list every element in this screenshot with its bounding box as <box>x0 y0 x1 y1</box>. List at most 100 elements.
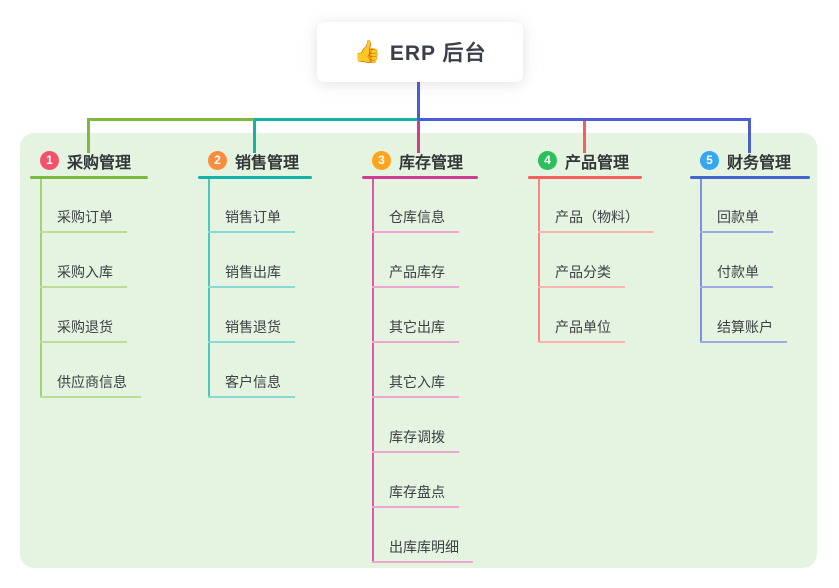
child-label: 出库库明细 <box>389 539 459 555</box>
child-node[interactable]: 其它入库 <box>372 373 459 398</box>
child-label: 产品（物料） <box>555 209 639 225</box>
branch-node-product[interactable]: 4 产品管理 <box>528 145 642 176</box>
child-underline <box>372 286 459 288</box>
branch-node-sales[interactable]: 2 销售管理 <box>198 145 312 176</box>
child-underline <box>700 231 773 233</box>
branch-node-finance[interactable]: 5 财务管理 <box>690 145 810 176</box>
root-node[interactable]: 👍 ERP 后台 <box>317 22 523 82</box>
branch-product: 4 产品管理 产品（物料） 产品分类 产品单位 <box>528 145 653 343</box>
branch-trunk-line <box>372 179 374 563</box>
root-label: ERP 后台 <box>389 42 487 65</box>
child-label: 库存盘点 <box>389 484 445 500</box>
child-underline <box>208 341 295 343</box>
branch-number-badge: 3 <box>372 151 391 170</box>
branch-sales: 2 销售管理 销售订单 销售出库 销售退货 客户信息 <box>198 145 312 398</box>
child-node[interactable]: 采购订单 <box>40 208 127 233</box>
branch-underline <box>690 176 810 179</box>
child-label: 其它出库 <box>389 319 445 335</box>
branch-label: 库存管理 <box>399 154 464 172</box>
branch-underline <box>528 176 642 179</box>
branch-label: 销售管理 <box>235 154 300 172</box>
child-label: 销售退货 <box>225 319 281 335</box>
child-node[interactable]: 付款单 <box>700 263 773 288</box>
connector-drop-purchase <box>87 118 90 153</box>
child-node[interactable]: 产品分类 <box>538 263 625 288</box>
child-underline <box>208 396 295 398</box>
connector-drop-finance <box>748 118 751 153</box>
child-node[interactable]: 采购退货 <box>40 318 127 343</box>
child-label: 销售出库 <box>225 264 281 280</box>
child-label: 采购订单 <box>57 209 113 225</box>
child-label: 库存调拨 <box>389 429 445 445</box>
branch-trunk-line <box>40 179 42 398</box>
branch-number-badge: 1 <box>40 151 59 170</box>
child-node[interactable]: 结算账户 <box>700 318 787 343</box>
connector-drop-product <box>583 118 586 153</box>
child-underline <box>538 341 625 343</box>
child-node[interactable]: 其它出库 <box>372 318 459 343</box>
connector-bus-mid <box>254 118 418 121</box>
child-node[interactable]: 采购入库 <box>40 263 127 288</box>
branch-node-inventory[interactable]: 3 库存管理 <box>362 145 478 176</box>
branch-inventory: 3 库存管理 仓库信息 产品库存 其它出库 其它入库 库存调拨 库存盘点 <box>362 145 478 563</box>
connector-bus-left <box>87 118 254 121</box>
child-label: 采购退货 <box>57 319 113 335</box>
child-label: 其它入库 <box>389 374 445 390</box>
child-label: 产品分类 <box>555 264 611 280</box>
child-underline <box>40 231 127 233</box>
child-node[interactable]: 供应商信息 <box>40 373 141 398</box>
child-label: 客户信息 <box>225 374 281 390</box>
branch-label: 财务管理 <box>727 154 792 172</box>
child-underline <box>40 396 141 398</box>
child-label: 仓库信息 <box>389 209 445 225</box>
child-label: 产品库存 <box>389 264 445 280</box>
child-label: 结算账户 <box>717 319 773 335</box>
connector-drop-sales <box>253 118 256 153</box>
child-node[interactable]: 产品单位 <box>538 318 625 343</box>
child-node[interactable]: 客户信息 <box>208 373 295 398</box>
child-node[interactable]: 销售退货 <box>208 318 295 343</box>
child-underline <box>538 231 653 233</box>
child-underline <box>40 341 127 343</box>
child-label: 采购入库 <box>57 264 113 280</box>
child-underline <box>700 341 787 343</box>
child-node[interactable]: 回款单 <box>700 208 773 233</box>
child-node[interactable]: 库存调拨 <box>372 428 459 453</box>
child-node[interactable]: 销售出库 <box>208 263 295 288</box>
child-label: 付款单 <box>717 264 759 280</box>
child-underline <box>208 286 295 288</box>
child-underline <box>208 231 295 233</box>
child-node[interactable]: 产品（物料） <box>538 208 653 233</box>
child-underline <box>372 561 473 563</box>
connector-bus-right <box>418 118 751 121</box>
branch-underline <box>362 176 478 179</box>
branch-purchase: 1 采购管理 采购订单 采购入库 采购退货 供应商信息 <box>30 145 148 398</box>
branch-label: 采购管理 <box>67 154 132 172</box>
child-underline <box>538 286 625 288</box>
branch-underline <box>198 176 312 179</box>
child-underline <box>372 506 459 508</box>
child-node[interactable]: 出库库明细 <box>372 538 473 563</box>
child-label: 产品单位 <box>555 319 611 335</box>
child-underline <box>372 451 459 453</box>
child-node[interactable]: 销售订单 <box>208 208 295 233</box>
thumbs-up-icon: 👍 <box>353 39 381 64</box>
connector-root-line <box>417 82 420 120</box>
child-node[interactable]: 产品库存 <box>372 263 459 288</box>
child-underline <box>700 286 773 288</box>
child-underline <box>40 286 127 288</box>
branch-label: 产品管理 <box>565 154 630 172</box>
branch-trunk-line <box>538 179 540 343</box>
branch-node-purchase[interactable]: 1 采购管理 <box>30 145 148 176</box>
child-node[interactable]: 库存盘点 <box>372 483 459 508</box>
connector-drop-inventory <box>417 118 420 153</box>
child-underline <box>372 341 459 343</box>
branch-trunk-line <box>208 179 210 398</box>
child-node[interactable]: 仓库信息 <box>372 208 459 233</box>
branch-finance: 5 财务管理 回款单 付款单 结算账户 <box>690 145 810 343</box>
child-label: 供应商信息 <box>57 374 127 390</box>
child-label: 销售订单 <box>225 209 281 225</box>
child-underline <box>372 231 459 233</box>
child-underline <box>372 396 459 398</box>
